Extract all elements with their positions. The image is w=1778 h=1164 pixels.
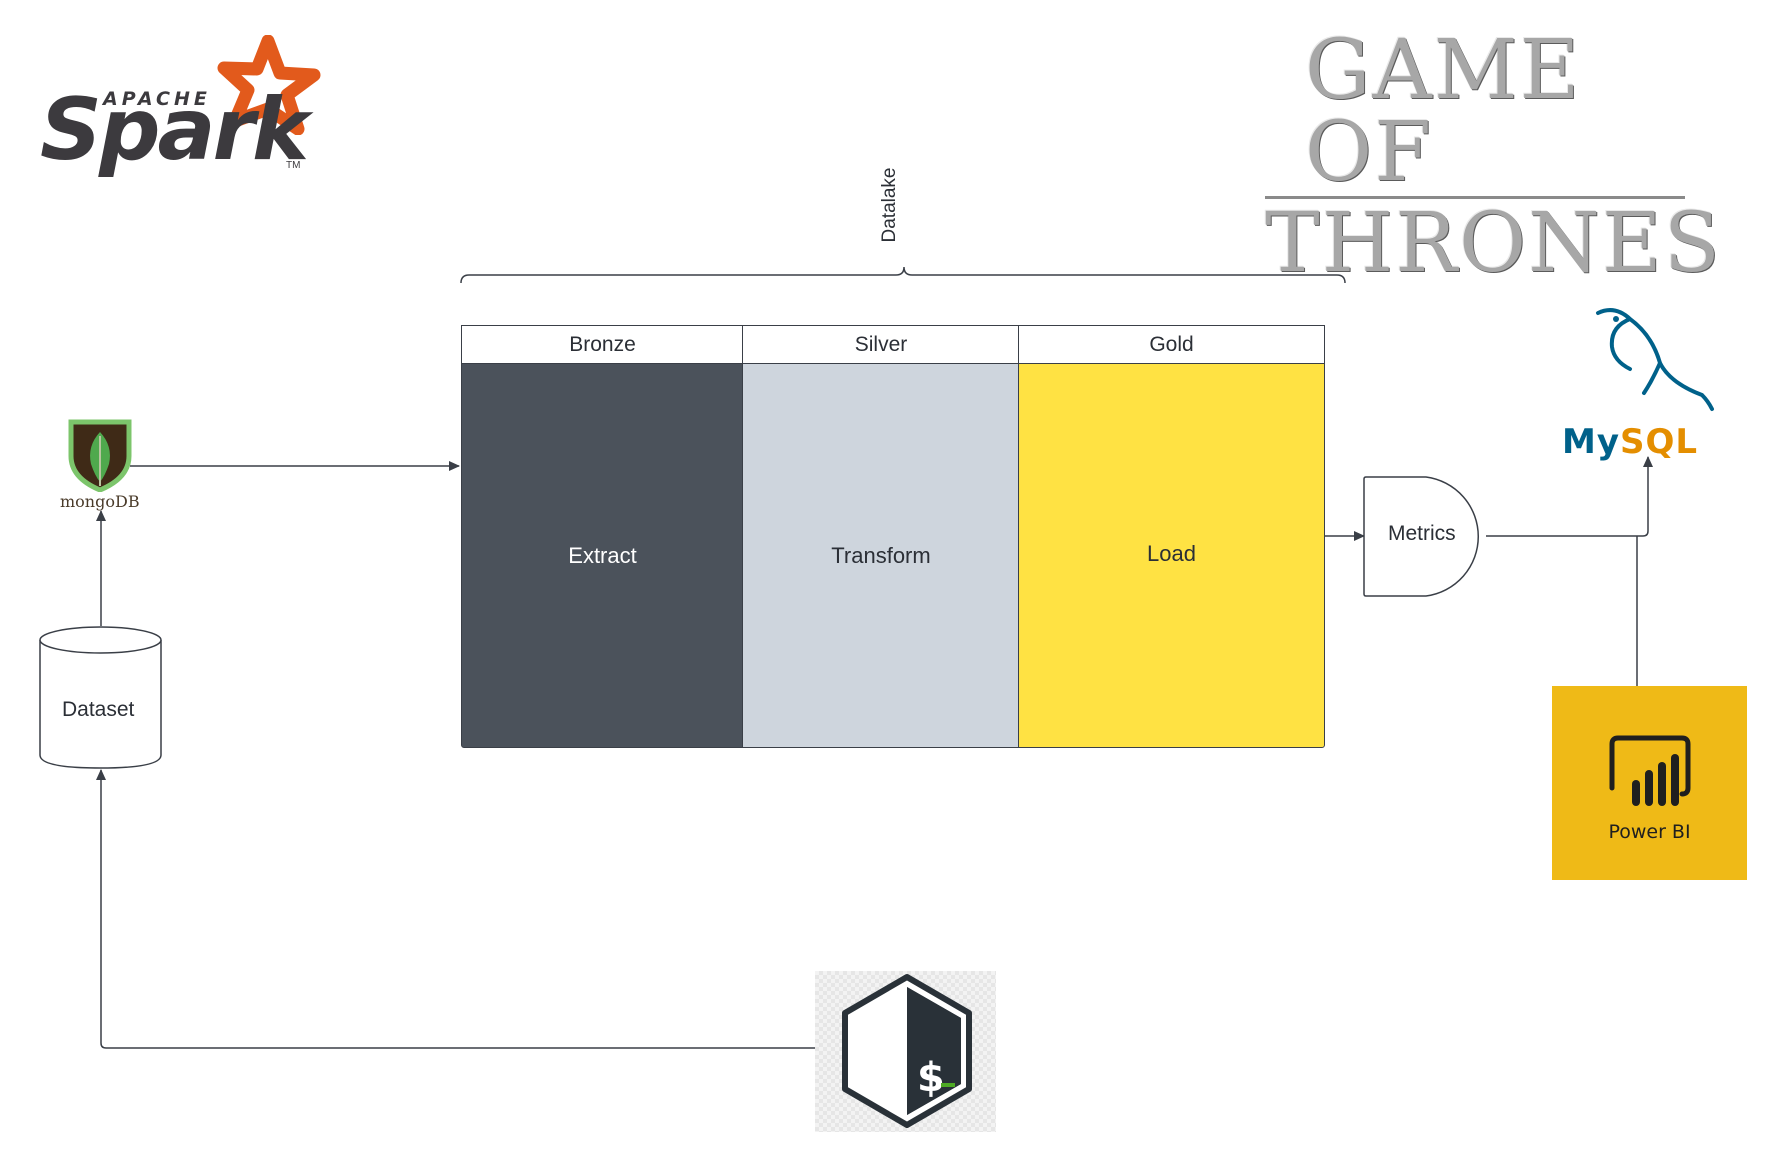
datalake-brace	[460, 266, 1346, 284]
metrics-label: Metrics	[1388, 522, 1456, 545]
column-header-bronze: Bronze	[461, 325, 744, 365]
powerbi-chart-icon	[1609, 735, 1691, 806]
powerbi-label: Power BI	[1608, 821, 1691, 843]
mysql-my: My	[1562, 422, 1620, 462]
got-line2: THRONES	[1265, 196, 1722, 291]
got-line1: GAME OF	[1305, 23, 1582, 200]
mysql-wordmark: MySQL	[1562, 422, 1698, 462]
bash-logo: $	[815, 971, 996, 1132]
spark-star-icon	[217, 35, 321, 135]
arrow-bash-to-dataset	[96, 769, 815, 1049]
stage-transform[interactable]: Transform	[742, 363, 1020, 748]
mongodb-leaf-icon	[68, 419, 132, 492]
stage-extract[interactable]: Extract	[461, 363, 744, 748]
datalake-label: Datalake	[879, 167, 900, 243]
game-of-thrones-logo: GAME OF THRONES	[1265, 23, 1722, 291]
spark-tm: TM	[286, 160, 301, 171]
stage-load[interactable]: Load	[1018, 363, 1325, 748]
arrow-metrics-to-mysql	[1486, 456, 1653, 537]
bash-terminal-icon: $	[842, 974, 972, 1128]
spark-apache-text: APACHE	[103, 88, 211, 110]
mysql-sql: SQL	[1620, 422, 1699, 462]
spark-wordmark: Spark	[40, 80, 309, 180]
dataset-cylinder	[39, 626, 162, 769]
bash-dollar: $	[917, 1055, 945, 1101]
mongodb-wordmark: mongoDB	[60, 492, 140, 511]
metrics-shape	[1363, 476, 1479, 597]
powerbi-logo: Power BI	[1552, 686, 1747, 880]
column-header-silver: Silver	[742, 325, 1020, 365]
dataset-label: Dataset	[62, 698, 135, 721]
mysql-dolphin-icon	[1596, 308, 1714, 411]
column-header-gold: Gold	[1018, 325, 1325, 365]
